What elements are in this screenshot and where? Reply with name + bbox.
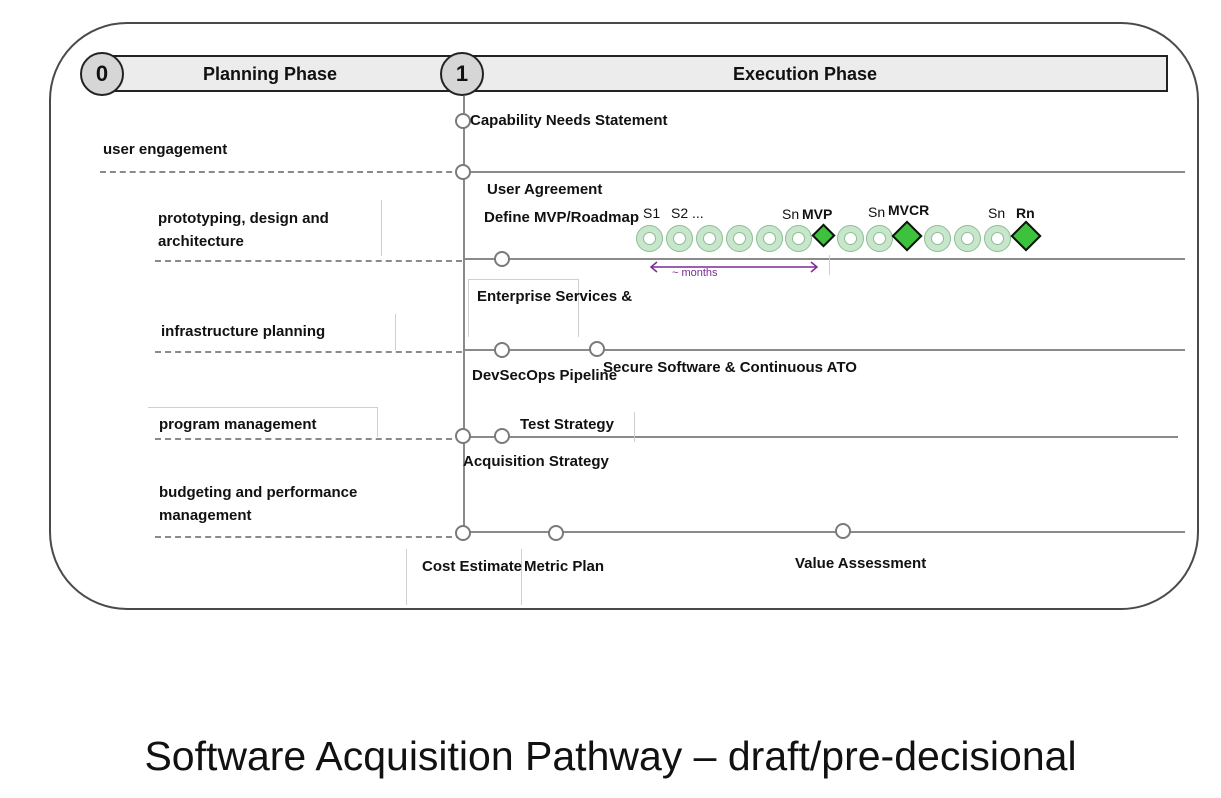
sprint-circle [636, 225, 663, 252]
sprint-circle [954, 225, 981, 252]
milestone-node [455, 428, 471, 444]
milestone-node [589, 341, 605, 357]
sprint-label-mvp: MVP [802, 206, 833, 222]
label-test-strategy: Test Strategy [520, 416, 614, 433]
label-value-assessment: Value Assessment [795, 555, 927, 572]
sprint-label-sn: Sn [868, 204, 886, 220]
label-capability-needs: Capability Needs Statement [470, 112, 668, 129]
sprint-label-s2: S2 ... [671, 205, 704, 221]
diagram-frame [49, 22, 1199, 610]
sprint-label-rn: Rn [1016, 205, 1035, 221]
milestone-node [494, 342, 510, 358]
label-acquisition-strategy: Acquisition Strategy [463, 453, 609, 470]
label-devsecops: DevSecOps Pipeline [472, 367, 618, 384]
label-box-edge [381, 200, 382, 256]
label-box-edge [578, 279, 579, 337]
lane-divider-dashed [155, 260, 462, 262]
sprint-circle [666, 225, 693, 252]
milestone-axis [463, 96, 465, 534]
label-box-edge [148, 407, 378, 408]
milestone-node [494, 251, 510, 267]
label-user-agreement: User Agreement [487, 181, 603, 198]
milestone-node [455, 113, 471, 129]
sprint-circle [984, 225, 1011, 252]
sprint-circle [726, 225, 753, 252]
sprint-circle [785, 225, 812, 252]
sprint-circle [866, 225, 893, 252]
milestone-node [455, 525, 471, 541]
label-box-edge [829, 255, 830, 275]
sprint-circle [756, 225, 783, 252]
duration-label: ~ months [672, 267, 718, 279]
sprint-label-mvcr: MVCR [888, 202, 930, 218]
execution-phase-badge: 1 [440, 52, 484, 96]
label-box-edge [521, 549, 522, 605]
lane-program-management: program management [159, 416, 317, 433]
lane-divider [463, 171, 1185, 173]
milestone-node [548, 525, 564, 541]
sprint-label-sn: Sn [988, 205, 1006, 221]
sprint-circle [696, 225, 723, 252]
lane-divider [463, 258, 1185, 260]
lane-infrastructure: infrastructure planning [161, 323, 326, 340]
lane-user-engagement: user engagement [103, 141, 228, 158]
milestone-node [494, 428, 510, 444]
sprint-circle [837, 225, 864, 252]
label-metric-plan: Metric Plan [524, 558, 605, 575]
label-cost-estimate: Cost Estimate [422, 558, 523, 575]
lane-divider-dashed [155, 438, 462, 440]
planning-phase-label: Planning Phase [203, 64, 338, 84]
label-enterprise-services: Enterprise Services & [477, 288, 633, 305]
sprint-circle [924, 225, 951, 252]
label-box-edge [377, 407, 378, 437]
lane-divider-dashed [155, 536, 462, 538]
lane-divider-dashed [100, 171, 462, 173]
diagram-caption: Software Acquisition Pathway – draft/pre… [144, 733, 1077, 779]
phase-bar [100, 55, 1168, 92]
label-secure-software: Secure Software & Continuous ATO [603, 359, 857, 376]
label-box-edge [468, 279, 469, 337]
lane-budgeting: budgeting and performance management [159, 484, 358, 524]
planning-phase-badge: 0 [80, 52, 124, 96]
label-box-edge [406, 549, 407, 605]
label-box-edge [468, 279, 578, 280]
sprint-label-sn: Sn [782, 206, 800, 222]
lane-divider [463, 349, 1185, 351]
lane-prototyping: prototyping, design and architecture [158, 210, 329, 250]
execution-phase-label: Execution Phase [733, 64, 878, 84]
sprint-label-s1: S1 [643, 205, 661, 221]
milestone-node [835, 523, 851, 539]
label-box-edge [395, 314, 396, 350]
lane-divider [463, 436, 1178, 438]
milestone-node [455, 164, 471, 180]
duration-arrow [649, 261, 819, 273]
label-box-edge [634, 412, 635, 442]
label-define-mvp: Define MVP/Roadmap [484, 209, 640, 226]
lane-divider-dashed [155, 351, 462, 353]
lane-divider [463, 531, 1185, 533]
